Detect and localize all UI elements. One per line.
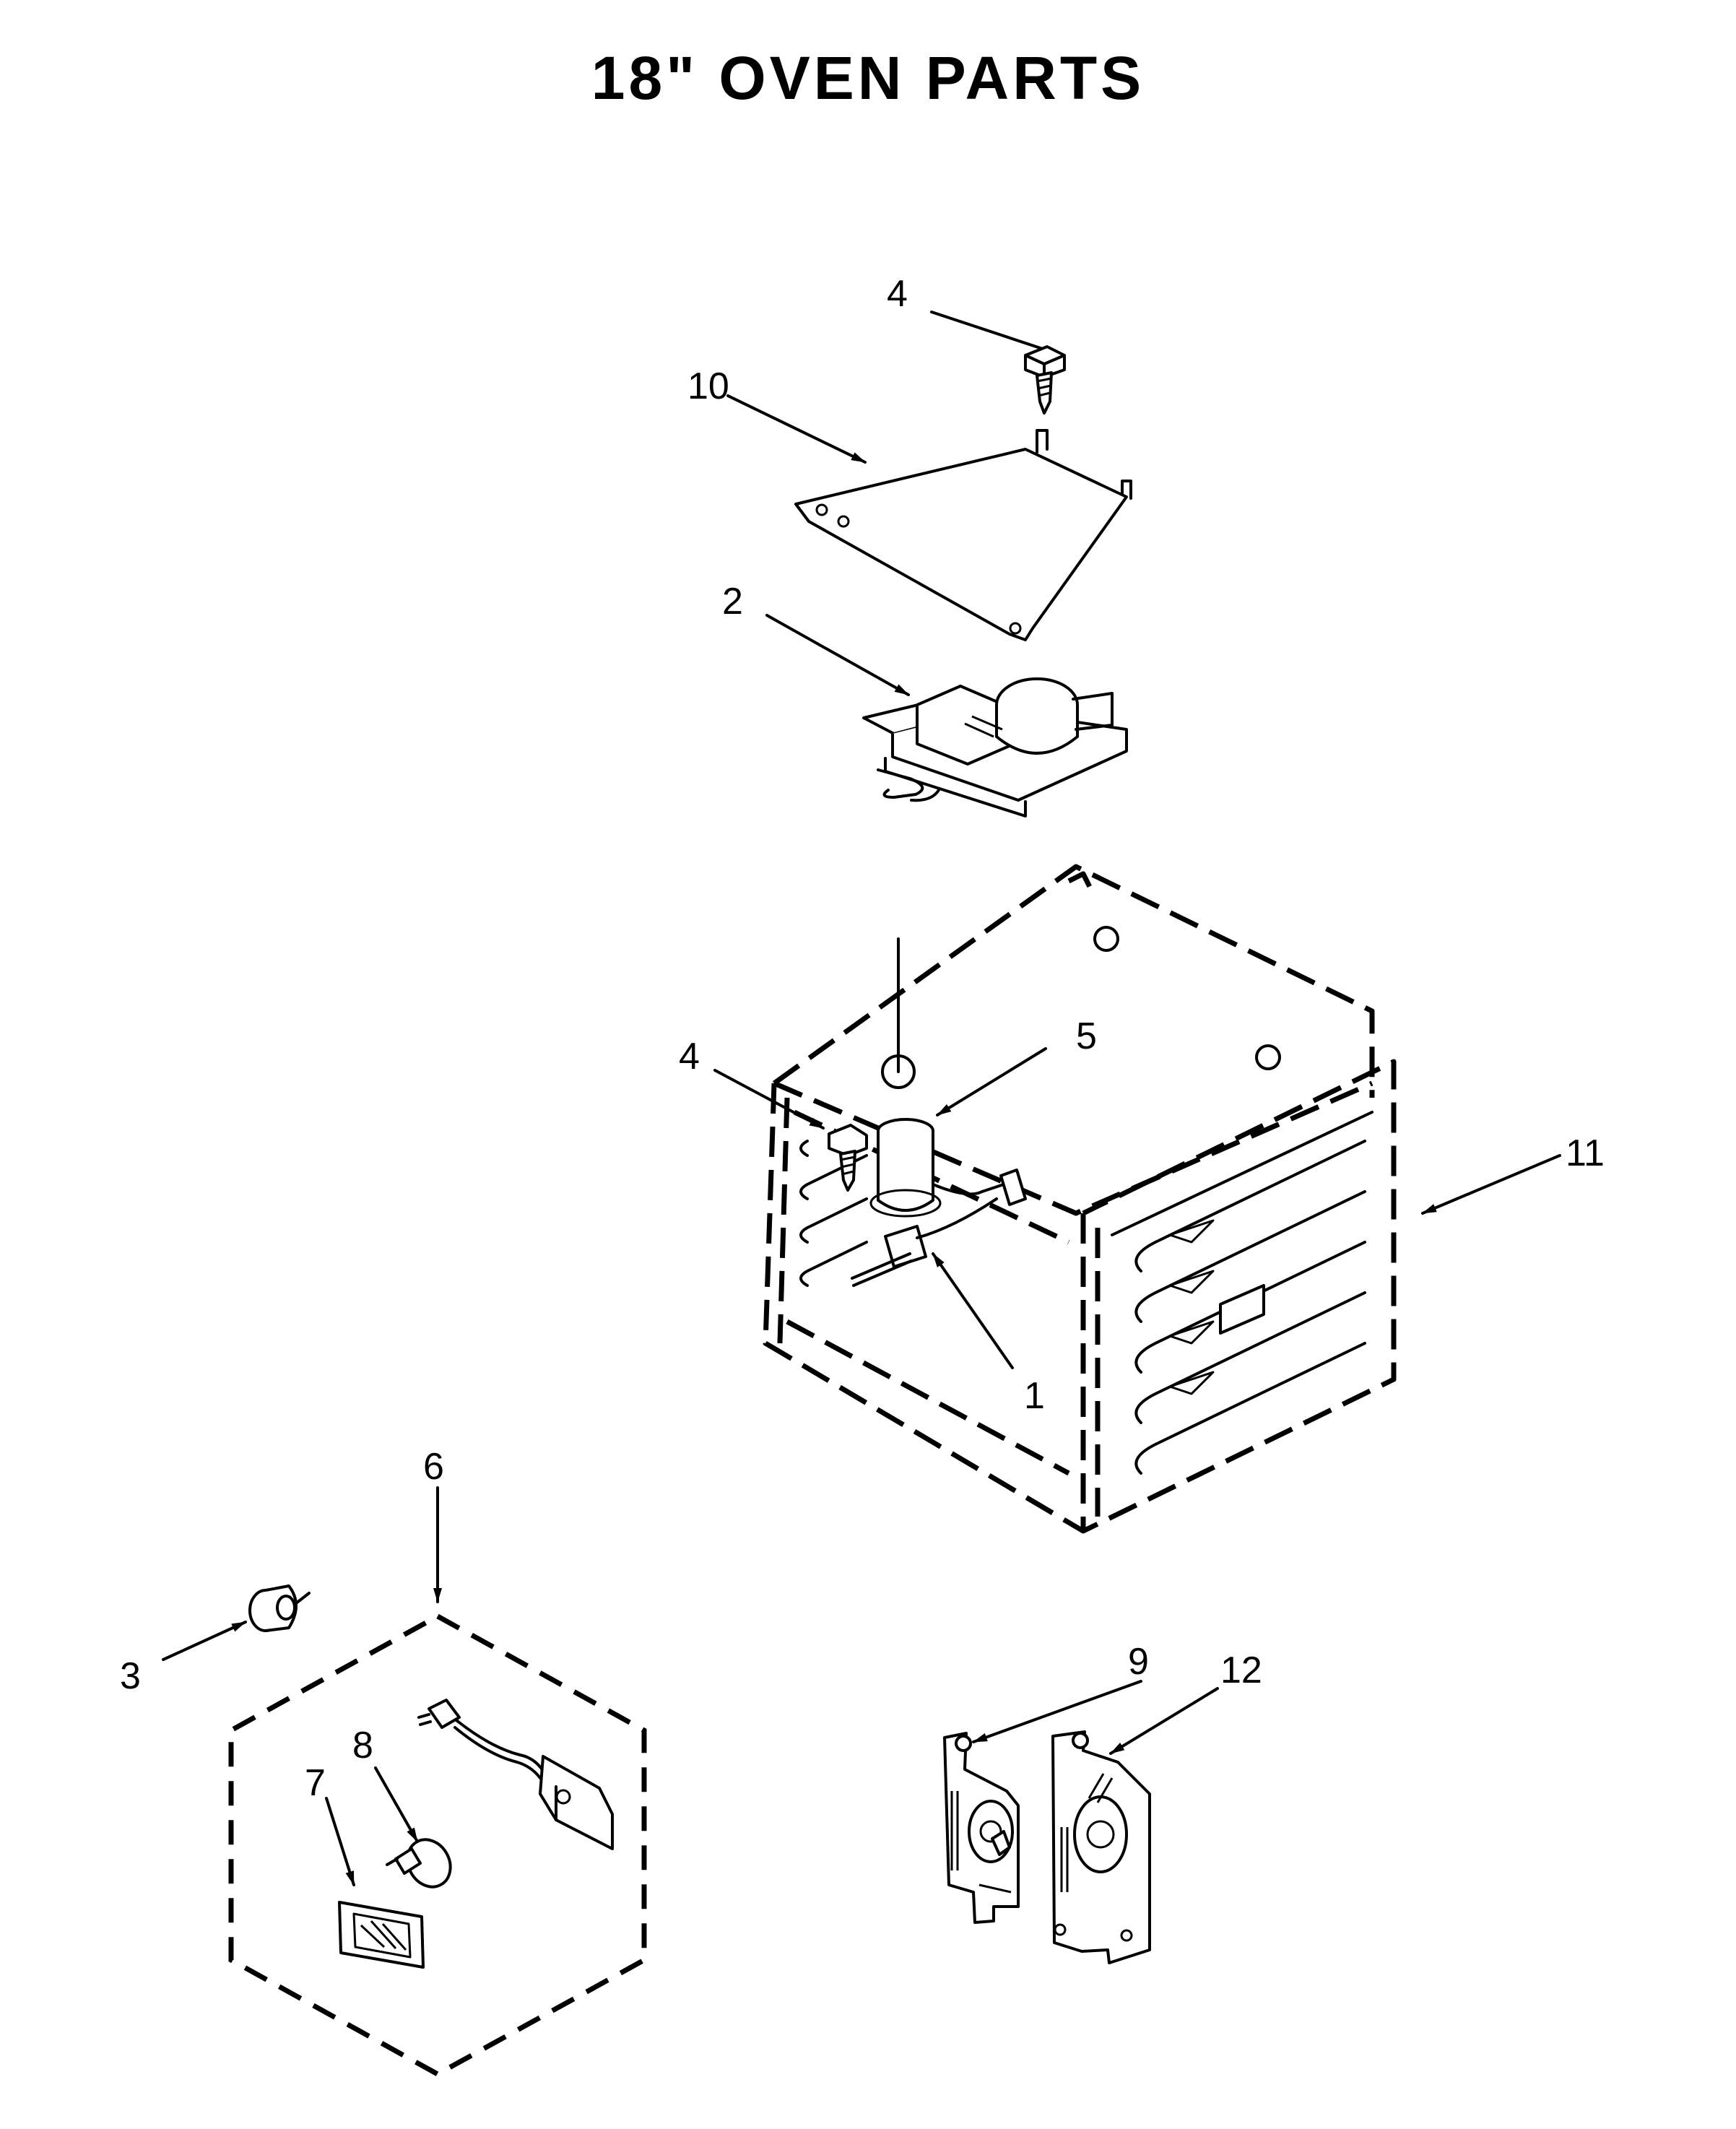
lens-part	[325, 1797, 425, 1969]
sensor-part	[851, 1197, 1014, 1369]
bracket-plate-part	[726, 394, 1132, 641]
callout-2: 2	[722, 581, 743, 623]
callout-6: 6	[423, 1446, 444, 1488]
page-title: 18" OVEN PARTS	[591, 44, 1145, 112]
screw-part-lower	[713, 1069, 868, 1192]
oven-cavity-part	[763, 864, 1561, 1534]
hinge-part-9	[943, 1680, 1142, 1924]
callout-4-lower: 4	[679, 1036, 700, 1077]
callout-7: 7	[305, 1762, 326, 1804]
hinge-part-12	[1051, 1687, 1219, 1964]
callout-10: 10	[687, 365, 729, 407]
light-kit-part	[228, 1486, 647, 2077]
light-socket-part	[869, 1047, 1047, 1218]
callout-3: 3	[120, 1655, 141, 1697]
switch-assembly-part	[765, 614, 1128, 818]
callout-12: 12	[1220, 1649, 1262, 1691]
callout-4-top: 4	[887, 273, 908, 315]
callout-1: 1	[1024, 1375, 1045, 1417]
callout-9: 9	[1128, 1641, 1149, 1683]
bulb-part	[374, 1766, 452, 1889]
screw-part-top	[930, 311, 1066, 415]
knob-bumper-part	[162, 1584, 311, 1661]
callout-8: 8	[352, 1725, 373, 1766]
callout-11: 11	[1566, 1132, 1605, 1174]
callout-5: 5	[1076, 1015, 1097, 1057]
